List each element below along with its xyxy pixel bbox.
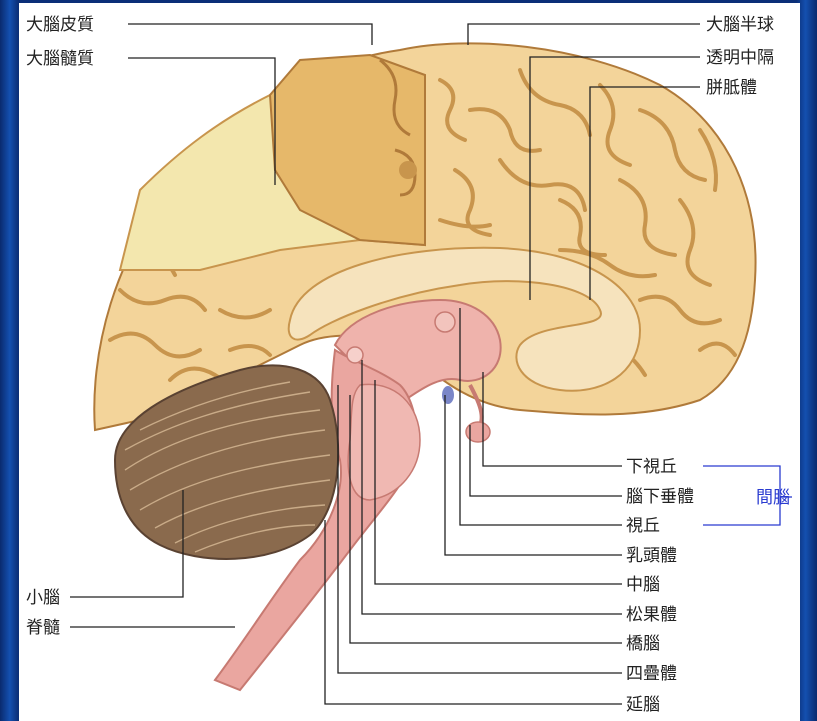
label-hypothalamus: 下視丘 <box>626 457 677 477</box>
label-cerebral-hemisphere: 大腦半球 <box>706 15 774 35</box>
label-spinal-cord: 脊髓 <box>26 618 60 638</box>
optic-chiasm <box>442 386 454 404</box>
label-corpora-quadrigemina: 四疊體 <box>626 664 677 684</box>
thalamus-bulge <box>435 312 455 332</box>
label-septum-pellucidum: 透明中隔 <box>706 48 774 68</box>
label-mammillary-body: 乳頭體 <box>626 546 677 566</box>
label-pineal-body: 松果體 <box>626 605 677 625</box>
label-corpus-callosum: 胼胝體 <box>706 78 757 98</box>
label-pons: 橋腦 <box>626 634 660 654</box>
label-cerebellum: 小腦 <box>26 588 60 608</box>
label-pituitary: 腦下垂體 <box>626 487 694 507</box>
label-thalamus: 視丘 <box>626 516 660 536</box>
label-cerebral-medulla: 大腦髓質 <box>26 49 94 69</box>
label-midbrain: 中腦 <box>626 575 660 595</box>
label-medulla-oblongata: 延腦 <box>626 695 660 715</box>
cut-sulcus-spot <box>399 161 417 179</box>
label-cerebral-cortex: 大腦皮質 <box>26 15 94 35</box>
pineal-body-shape <box>347 347 363 363</box>
label-diencephalon: 間腦 <box>756 488 790 508</box>
